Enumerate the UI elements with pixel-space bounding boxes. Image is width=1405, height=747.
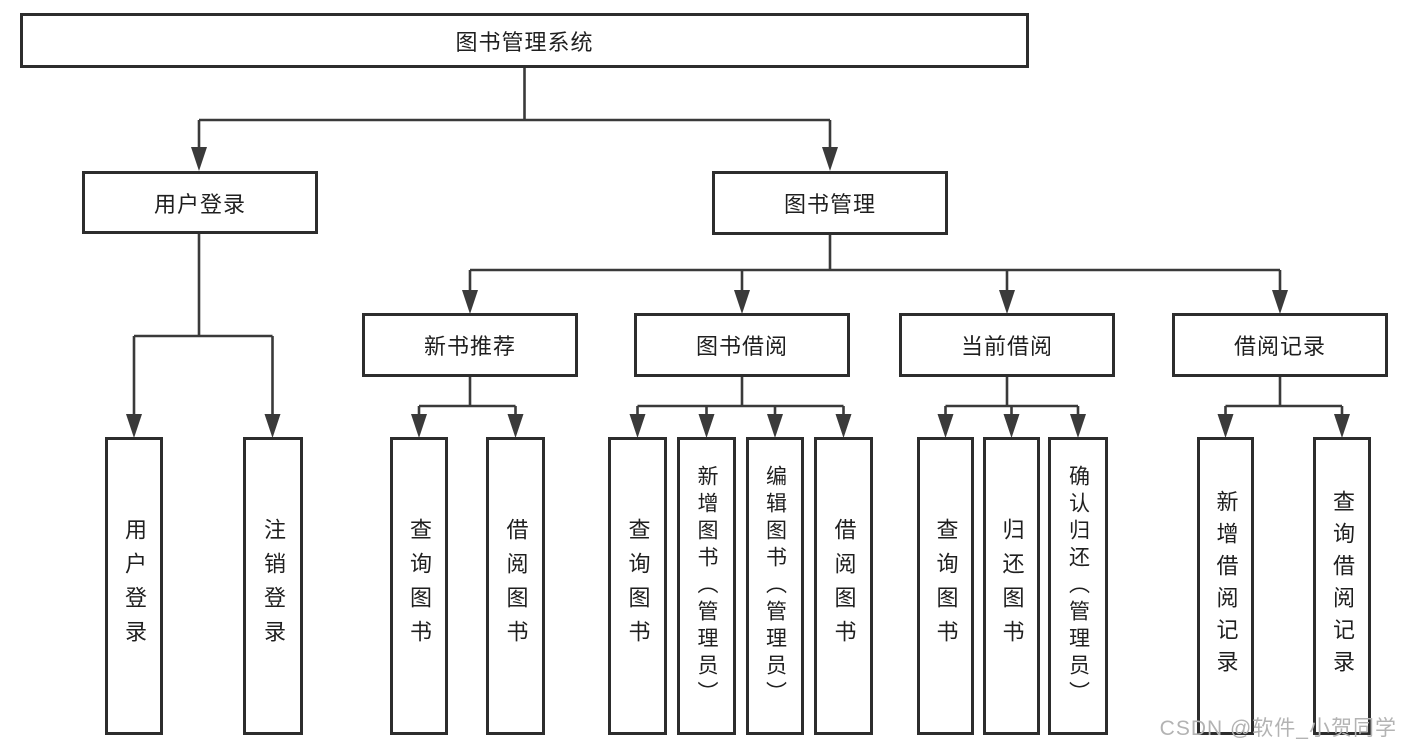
- leaf-borrow-add-book-admin: 新增图书（管理员）: [677, 437, 736, 735]
- leaf-borrow-edit-book-admin-label: 编辑图书（管理员）: [763, 464, 787, 708]
- leaf-borrow-borrow-book-label: 借阅图书: [831, 518, 857, 654]
- node-user-login-group: 用户登录: [82, 171, 318, 234]
- node-book-borrow: 图书借阅: [634, 313, 850, 377]
- leaf-logout-label: 注销登录: [261, 518, 286, 654]
- node-user-login-group-label: 用户登录: [153, 191, 246, 217]
- leaf-records-query-record: 查询借阅记录: [1313, 437, 1371, 735]
- node-book-management-label: 图书管理: [783, 192, 876, 217]
- leaf-current-confirm-return-admin: 确认归还（管理员）: [1048, 437, 1108, 735]
- node-new-book-recommend: 新书推荐: [362, 313, 578, 377]
- leaf-borrow-borrow-book: 借阅图书: [814, 437, 873, 735]
- node-book-management: 图书管理: [712, 171, 948, 235]
- leaf-records-query-record-label: 查询借阅记录: [1330, 490, 1355, 682]
- arrowhead-icons: [126, 147, 1350, 438]
- leaf-current-return-book-label: 归还图书: [999, 518, 1025, 654]
- leaf-recommend-borrow-book-label: 借阅图书: [503, 518, 529, 654]
- node-root-label: 图书管理系统: [455, 29, 594, 55]
- node-borrow-records-label: 借阅记录: [1233, 334, 1326, 359]
- node-book-borrow-label: 图书借阅: [695, 334, 788, 359]
- leaf-borrow-add-book-admin-label: 新增图书（管理员）: [695, 464, 718, 708]
- leaf-recommend-borrow-book: 借阅图书: [486, 437, 545, 735]
- node-root: 图书管理系统: [20, 13, 1029, 68]
- leaf-current-query-book-label: 查询图书: [933, 518, 959, 654]
- leaf-user-login: 用户登录: [105, 437, 163, 735]
- leaf-current-confirm-return-admin-label: 确认归还（管理员）: [1066, 464, 1090, 708]
- node-current-borrow-label: 当前借阅: [960, 334, 1053, 359]
- leaf-records-add-record: 新增借阅记录: [1197, 437, 1254, 735]
- leaf-user-login-label: 用户登录: [122, 518, 147, 654]
- node-current-borrow: 当前借阅: [899, 313, 1115, 377]
- leaf-recommend-query-book-label: 查询图书: [407, 518, 432, 654]
- leaf-borrow-query-book: 查询图书: [608, 437, 667, 735]
- leaf-records-add-record-label: 新增借阅记录: [1213, 490, 1239, 682]
- leaf-logout: 注销登录: [243, 437, 303, 735]
- connector-stems: [132, 68, 1344, 417]
- node-new-book-recommend-label: 新书推荐: [423, 334, 516, 359]
- leaf-recommend-query-book: 查询图书: [390, 437, 448, 735]
- leaf-borrow-edit-book-admin: 编辑图书（管理员）: [746, 437, 804, 735]
- leaf-borrow-query-book-label: 查询图书: [625, 518, 651, 654]
- node-borrow-records: 借阅记录: [1172, 313, 1388, 377]
- leaf-current-query-book: 查询图书: [917, 437, 974, 735]
- watermark-text: CSDN @软件_小贺同学: [1159, 717, 1397, 740]
- leaf-current-return-book: 归还图书: [983, 437, 1040, 735]
